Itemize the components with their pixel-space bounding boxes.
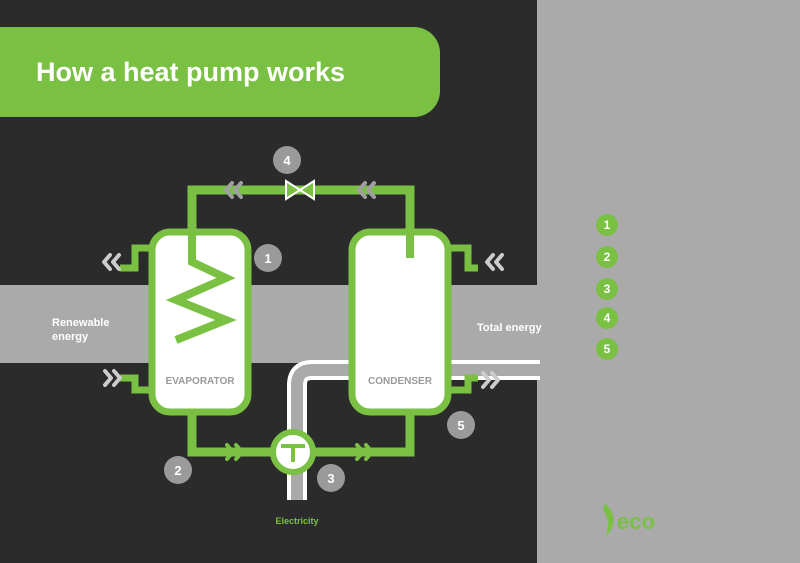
step-badge-3: 3: [327, 471, 334, 486]
renewable-energy-label-line1: Renewable: [52, 317, 109, 329]
total-energy-band: [440, 285, 537, 363]
condenser-label: CONDENSER: [368, 376, 433, 387]
condenser-port-top: [448, 244, 478, 272]
evaporator-port-bottom: [120, 374, 152, 394]
step-badge-5: 5: [457, 418, 464, 433]
step-badge-4: 4: [283, 153, 291, 168]
flow-arrows: [102, 181, 504, 461]
evaporator-port-top: [120, 244, 152, 272]
renewable-energy-label-line2: energy: [52, 331, 89, 343]
legend-step-2: 2: [596, 246, 618, 268]
condenser-port-bottom: [448, 374, 478, 394]
step-badge-2: 2: [174, 463, 181, 478]
step-badges: [164, 146, 475, 492]
legend-step-4: 4: [596, 307, 618, 329]
electricity-pipe-core: [291, 364, 540, 500]
page-title: How a heat pump works: [36, 56, 346, 87]
electricity-label: Electricity: [275, 516, 318, 526]
evaporator-label: EVAPORATOR: [166, 376, 236, 387]
expansion-valve-icon: [285, 179, 315, 201]
svg-text:eco: eco: [617, 509, 655, 534]
compressor-icon: [270, 429, 316, 475]
total-energy-label: Total energy: [477, 322, 542, 334]
title-banner: How a heat pump works: [0, 27, 440, 117]
renewable-energy-band: [0, 285, 160, 363]
legend-step-3: 3: [596, 278, 618, 300]
condenser-tank: [348, 228, 452, 416]
eco-logo-icon: eco: [603, 503, 655, 538]
legend-step-5: 5: [596, 338, 618, 360]
step-badge-1: 1: [264, 251, 271, 266]
legend-step-1: 1: [596, 214, 618, 236]
right-panel: [537, 0, 800, 563]
transfer-band: [240, 285, 360, 363]
evaporator-coil: [165, 232, 237, 344]
